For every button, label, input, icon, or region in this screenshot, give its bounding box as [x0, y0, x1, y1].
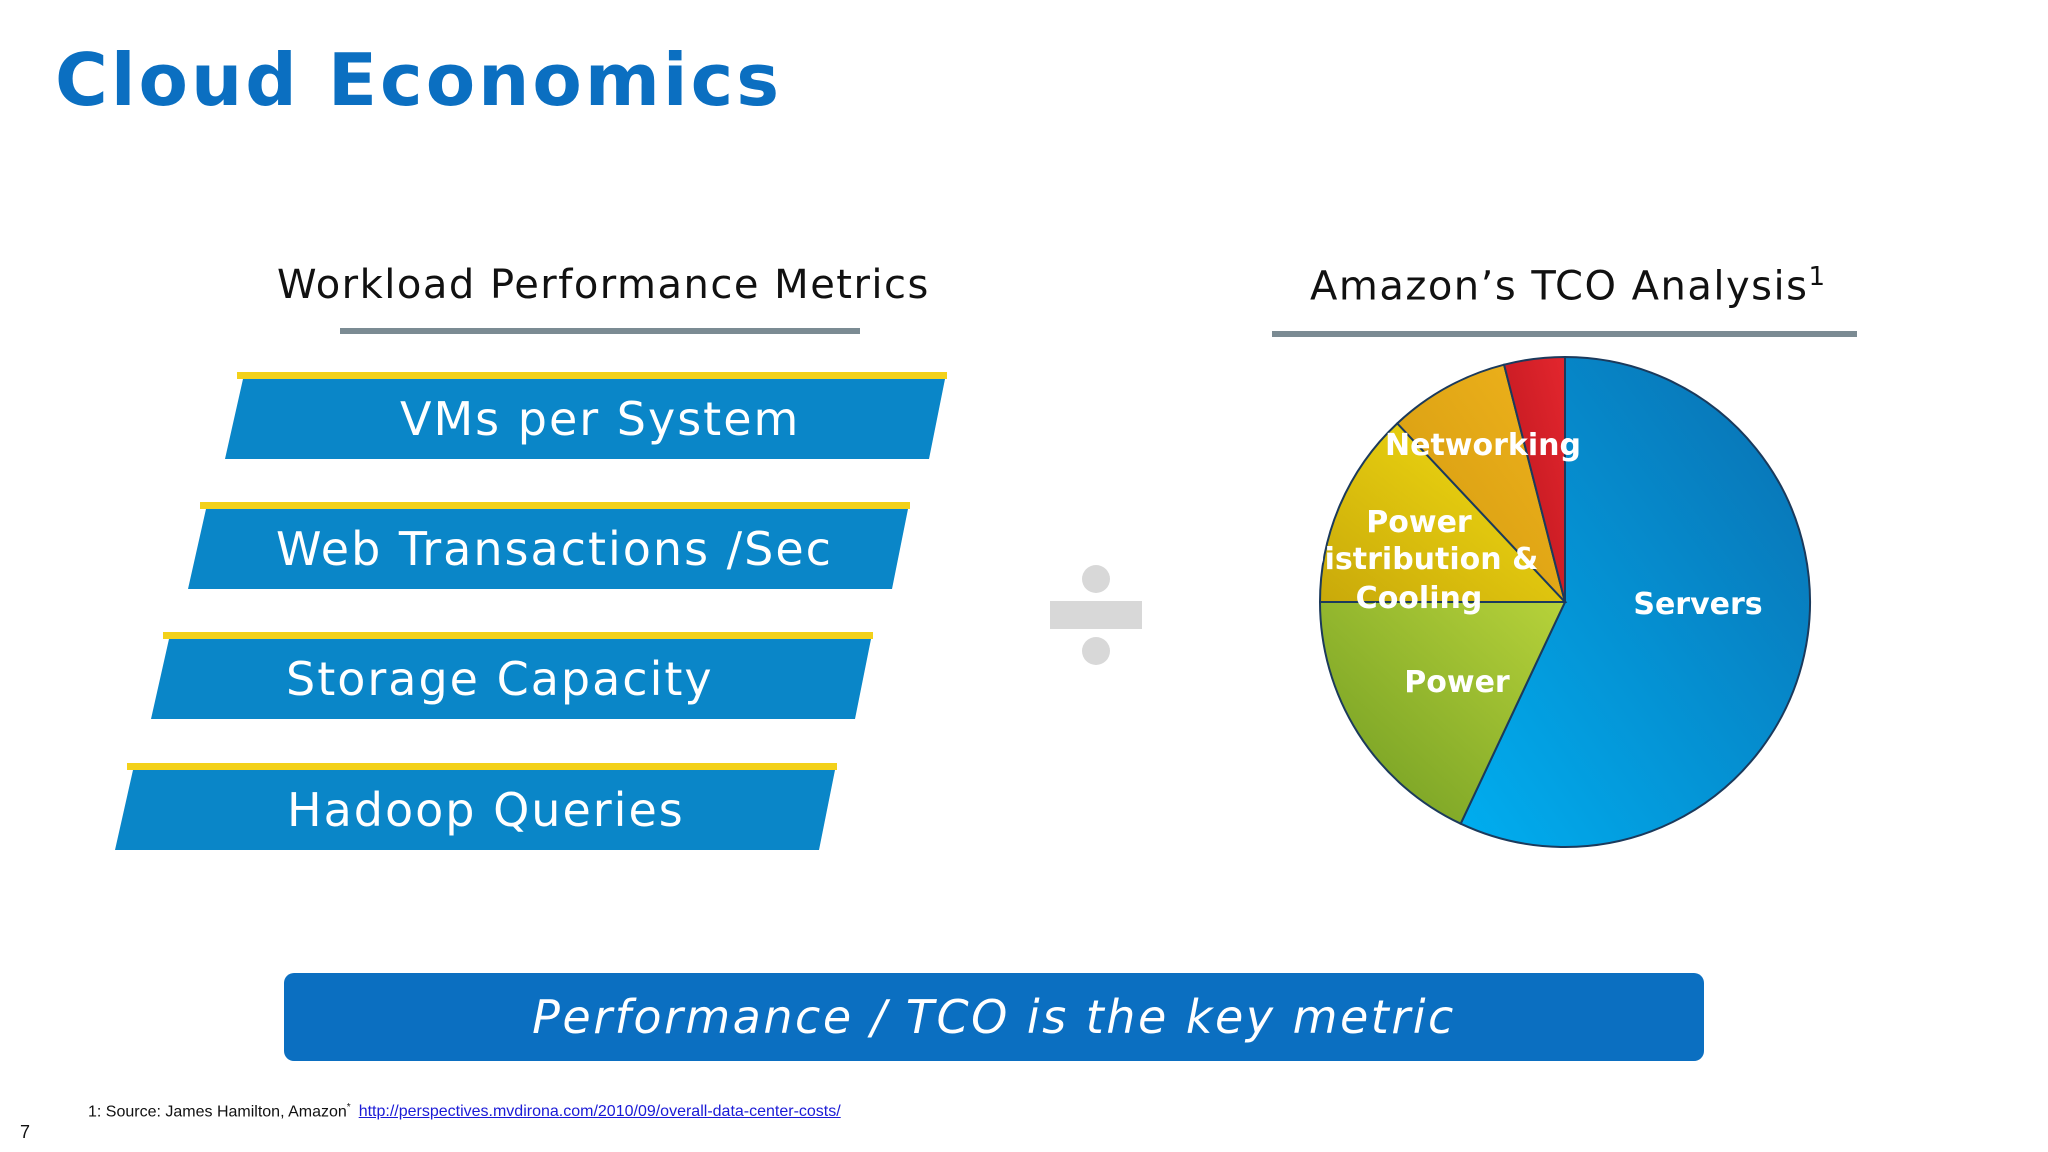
metric-bar-storage: Storage Capacity	[151, 632, 873, 720]
pie-slice-power-distribution-cooling	[1318, 421, 1568, 603]
metric-bar-fill	[188, 509, 908, 589]
pie-label: Power	[1366, 505, 1472, 540]
banner-text: Performance / TCO is the key metric	[532, 990, 1456, 1044]
metric-stripe	[163, 632, 873, 639]
metric-stripe	[237, 372, 947, 379]
divide-dot-top	[1082, 565, 1110, 593]
pie-slice-servers	[1459, 355, 1811, 848]
key-metric-banner: Performance / TCO is the key metric	[284, 973, 1704, 1061]
tco-heading-superscript: 1	[1808, 262, 1827, 292]
slide-title: Cloud Economics	[55, 38, 783, 122]
pie-label: Distribution &	[1300, 542, 1538, 577]
footnote-link[interactable]: http://perspectives.mvdirona.com/2010/09…	[358, 1103, 841, 1121]
tco-analysis-heading: Amazon’s TCO Analysis1	[1310, 262, 1827, 309]
footnote: 1: Source: James Hamilton, Amazon* http:/…	[88, 1102, 841, 1121]
metric-label: Web Transactions /Sec	[276, 522, 833, 576]
pie-slice-power	[1318, 601, 1567, 826]
workload-heading-rule	[340, 328, 860, 334]
divide-dot-bottom	[1082, 637, 1110, 665]
divide-icon	[1050, 565, 1142, 665]
footnote-superscript: *	[346, 1102, 351, 1113]
metric-bar-fill	[115, 770, 835, 850]
metric-stripe	[200, 502, 910, 509]
tco-heading-rule	[1272, 331, 1857, 337]
metric-label: VMs per System	[400, 392, 801, 446]
metric-bar-hadoop: Hadoop Queries	[115, 763, 837, 851]
metric-label: Hadoop Queries	[287, 783, 685, 837]
metric-bar-fill	[151, 639, 871, 719]
tco-heading-text: Amazon’s TCO Analysis	[1310, 263, 1809, 310]
metric-bar-web-transactions: Web Transactions /Sec	[188, 502, 910, 590]
metric-label: Storage Capacity	[286, 652, 714, 706]
page-number: 7	[20, 1122, 31, 1142]
pie-slice-other	[1502, 355, 1566, 603]
workload-metrics-heading: Workload Performance Metrics	[277, 262, 930, 308]
metric-stripe	[127, 763, 837, 770]
pie-label: Networking	[1385, 428, 1581, 463]
pie-slice-networking	[1395, 363, 1566, 603]
footnote-source: 1: Source: James Hamilton, Amazon	[88, 1103, 347, 1121]
divide-line	[1050, 601, 1142, 629]
pie-label: Cooling	[1356, 581, 1483, 616]
pie-label: Power	[1404, 665, 1510, 700]
metric-bar-fill	[225, 379, 945, 459]
metric-bar-vms: VMs per System	[225, 372, 947, 460]
pie-label: Servers	[1633, 587, 1762, 622]
